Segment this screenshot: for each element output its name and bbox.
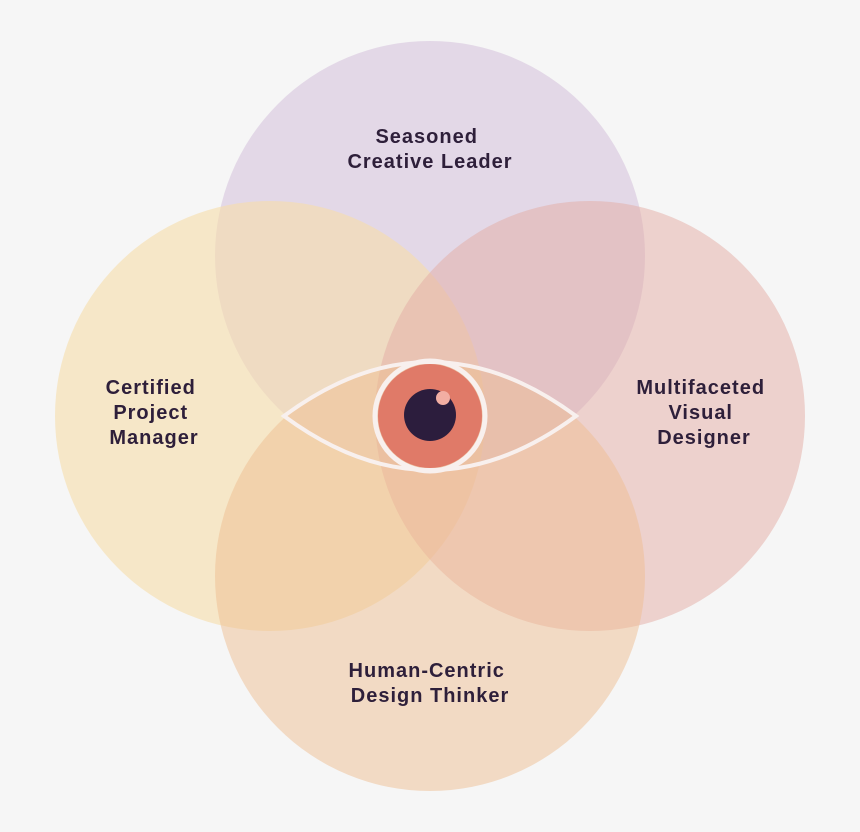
label-left-line-1: Certified bbox=[106, 377, 196, 399]
eye-icon bbox=[280, 358, 580, 474]
label-right-line-2: Visual bbox=[668, 402, 733, 424]
circle-left bbox=[55, 201, 485, 631]
label-left: Certified Project Manager bbox=[106, 377, 203, 449]
label-left-line-2: Project bbox=[113, 402, 188, 424]
label-right-line-3: Designer bbox=[657, 427, 751, 449]
eye-outline bbox=[280, 360, 580, 472]
label-bottom-line-2: Design Thinker bbox=[351, 685, 509, 707]
label-top-line-1: Seasoned bbox=[375, 126, 477, 148]
circle-right bbox=[375, 201, 805, 631]
label-right-line-1: Multifaceted bbox=[636, 377, 765, 399]
label-right: Multifaceted Visual Designer bbox=[636, 377, 771, 449]
circle-bottom bbox=[215, 361, 645, 791]
label-left-line-3: Manager bbox=[109, 427, 198, 449]
label-top: Seasoned Creative Leader bbox=[347, 126, 512, 173]
label-bottom: Human-Centric Design Thinker bbox=[349, 660, 512, 707]
label-bottom-line-1: Human-Centric bbox=[349, 660, 505, 682]
label-top-line-2: Creative Leader bbox=[347, 151, 512, 173]
eye-iris-ring bbox=[372, 358, 488, 474]
eye-highlight bbox=[436, 391, 450, 405]
